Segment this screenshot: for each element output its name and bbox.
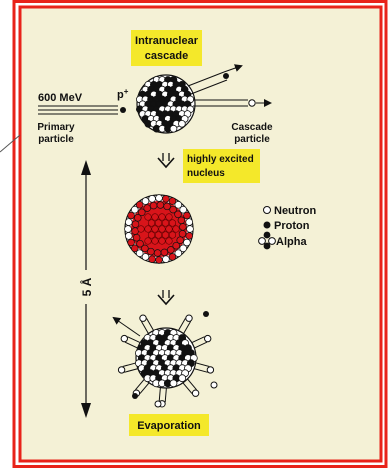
excited-nucleon-icon [142, 198, 149, 205]
callout-line [0, 135, 20, 152]
emitted-particle-icon [203, 311, 209, 317]
legend-label-alpha: Alpha [276, 236, 307, 248]
excited-nucleon-icon [125, 219, 132, 226]
excited-nucleon-icon [156, 257, 163, 264]
evaporation-nucleus [135, 328, 197, 388]
excited-nucleon-icon [133, 234, 140, 241]
excited-nucleon-icon [159, 226, 166, 233]
energy-label: 600 MeV [38, 92, 83, 104]
excited-nucleon-icon [187, 226, 194, 233]
excited-nucleon-icon [169, 254, 176, 261]
scale-label: 5 Å [79, 277, 94, 296]
excited-nucleon-icon [184, 212, 191, 219]
evaporated-nucleon-icon [121, 335, 127, 341]
emitted-particle-icon [155, 401, 161, 407]
evaporation-nucleus-neutron-icon [179, 375, 186, 382]
excited-nucleon-icon [154, 250, 161, 257]
excited-nucleon-icon [137, 240, 144, 247]
excited-nucleon-icon [132, 221, 139, 228]
cascade-nucleus-neutron-icon [170, 125, 177, 132]
primary-particle-label-line1: Primary [37, 122, 75, 133]
proton-icon [264, 222, 271, 229]
legend-label-neutron: Neutron [274, 205, 316, 217]
excited-nucleon-icon [179, 230, 186, 237]
excited-nucleon-icon [167, 247, 174, 254]
excited-nucleon-icon [166, 214, 173, 221]
cascade-nucleus [136, 75, 195, 133]
primary-particle-label-line2: particle [38, 134, 74, 145]
evaporation-label: Evaporation [137, 420, 201, 432]
evaporated-nucleon-icon [205, 335, 211, 341]
emitted-particle-icon [211, 382, 217, 388]
incoming-proton-icon [120, 107, 126, 113]
excited-nucleon-icon [156, 195, 163, 202]
excited-nucleon-icon [155, 232, 162, 239]
excited-nucleus [125, 195, 194, 264]
excited-nucleon-icon [163, 195, 170, 202]
excited-nucleon-icon [148, 220, 155, 227]
excited-nucleon-icon [162, 232, 169, 239]
excited-nucleon-icon [125, 233, 132, 240]
excited-nucleon-icon [149, 256, 156, 263]
excited-nucleon-icon [169, 220, 176, 227]
excited-nucleon-icon [148, 232, 155, 239]
excited-nucleon-icon [161, 249, 168, 256]
emitted-particle-icon [132, 393, 138, 399]
excited-nucleon-icon [178, 217, 185, 224]
excited-nucleon-icon [149, 195, 156, 202]
excited-nucleon-icon [169, 232, 176, 239]
excited-nucleon-icon [144, 205, 151, 212]
excited-nucleon-icon [145, 214, 152, 221]
excited-nucleon-icon [186, 219, 193, 226]
intranuclear-label-line1: Intranuclear [135, 35, 199, 47]
evaporated-nucleon-icon [140, 315, 146, 321]
excited-nucleon-icon [155, 220, 162, 227]
excited-nucleon-icon [175, 211, 182, 218]
excited-nucleon-icon [152, 226, 159, 233]
excited-nucleon-icon [162, 220, 169, 227]
excited-nucleon-icon [128, 239, 135, 246]
excited-nucleon-icon [173, 226, 180, 233]
excited-nucleon-icon [152, 238, 159, 245]
excited-nucleus-label-line2: nucleus [187, 168, 225, 179]
excited-nucleon-icon [159, 214, 166, 221]
excited-nucleon-icon [180, 224, 187, 231]
evaporation-nucleus-neutron-icon [170, 380, 177, 387]
evaporated-nucleon-icon [207, 367, 213, 373]
cascade-particle-label-line1: Cascade [231, 122, 273, 133]
neutron-icon [264, 207, 271, 214]
excited-nucleon-icon [152, 214, 159, 221]
evaporated-nucleon-icon [192, 390, 198, 396]
excited-nucleon-icon [163, 256, 170, 263]
cascade-nucleus-neutron-icon [179, 120, 186, 127]
excited-nucleon-icon [138, 226, 145, 233]
excited-nucleon-icon [145, 226, 152, 233]
excited-nucleon-icon [150, 202, 157, 209]
excited-nucleon-icon [145, 238, 152, 245]
legend-label-proton: Proton [274, 220, 310, 232]
intranuclear-label-line2: cascade [145, 50, 188, 62]
excited-nucleon-icon [157, 202, 164, 209]
excited-nucleon-icon [159, 238, 166, 245]
excited-nucleon-icon [166, 226, 173, 233]
excited-nucleus-label-line1: highly excited [187, 154, 254, 165]
cascade-particle-label-line2: particle [234, 134, 270, 145]
excited-nucleon-icon [186, 233, 193, 240]
evaporated-nucleon-icon [118, 367, 124, 373]
excited-nucleon-icon [125, 226, 132, 233]
diagram-panel [20, 7, 381, 461]
excited-nucleon-icon [166, 238, 173, 245]
evaporated-nucleon-icon [186, 315, 192, 321]
